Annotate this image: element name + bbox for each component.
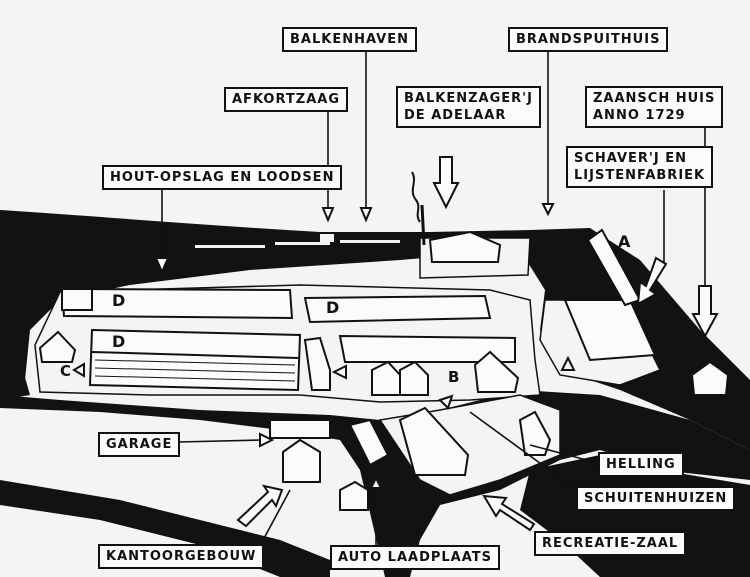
letter-a: A — [618, 232, 631, 251]
label-kantoorgebouw-text: KANTOORGEBOUW — [106, 549, 257, 564]
chimney-smoke — [411, 171, 421, 223]
label-schuitenhuizen-text: SCHUITENHUIZEN — [584, 491, 728, 506]
label-garage-text: GARAGE — [106, 437, 173, 452]
label-garage: GARAGE — [98, 432, 181, 457]
arrow-brandspuit — [541, 203, 555, 217]
label-zaansch-line2: ANNO 1729 — [593, 108, 686, 123]
letter-d-middle: D — [326, 298, 340, 317]
label-hout-opslag: HOUT-OPSLAG EN LOODSEN — [102, 165, 343, 190]
label-schaverij: SCHAVER'J EN LIJSTENFABRIEK — [566, 146, 714, 188]
chimney — [420, 204, 426, 246]
arrow-zaansch — [691, 285, 719, 339]
center-shed-4 — [473, 350, 520, 393]
left-house — [38, 330, 77, 363]
label-balkenzagerij: BALKENZAGER'J DE ADELAAR — [396, 86, 541, 128]
label-kantoorgebouw: KANTOORGEBOUW — [98, 544, 265, 569]
arrow-left-c — [72, 362, 85, 378]
stack — [195, 245, 265, 248]
shed-roofline — [91, 351, 299, 359]
zaansch-house — [690, 360, 730, 396]
stack — [320, 234, 334, 242]
arrow-schaverij — [636, 256, 668, 306]
arrow-afkortzaag — [321, 207, 335, 223]
label-auto-laadplaats: AUTO LAADPLAATS — [330, 545, 501, 570]
stack — [340, 240, 400, 243]
arrow-autolaad — [369, 475, 383, 489]
label-balkenhaven: BALKENHAVEN — [282, 27, 417, 52]
label-afkortzaag-text: AFKORTZAAG — [232, 92, 340, 107]
label-helling-text: HELLING — [606, 457, 676, 472]
stack — [275, 242, 330, 245]
label-schaverij-line2: LIJSTENFABRIEK — [574, 168, 706, 183]
arrow-center-b — [438, 394, 454, 410]
leader-schuitenhuizen — [469, 411, 586, 497]
office-building — [282, 438, 321, 483]
garage-building — [269, 419, 331, 439]
planing-mill — [563, 299, 657, 362]
loading-shed — [348, 418, 390, 467]
buildings — [269, 228, 730, 511]
sawmill-building — [428, 230, 502, 263]
arrow-center — [331, 364, 347, 380]
leader-garage — [177, 439, 263, 443]
arrow-garage — [259, 432, 275, 448]
label-schuitenhuizen: SCHUITENHUIZEN — [576, 486, 736, 511]
label-brandspuithuis-text: BRANDSPUITHUIS — [516, 32, 661, 47]
label-recreatiezaal-text: RECREATIE-ZAAL — [542, 536, 679, 551]
timber-stacks — [195, 213, 580, 248]
arrows — [72, 156, 719, 532]
label-balkenzagerij-line1: BALKENZAGER'J — [404, 91, 533, 106]
river-top — [0, 210, 750, 450]
arrow-balkenzagerij — [432, 156, 460, 210]
shavings-shed — [338, 334, 516, 363]
recreation-hall — [398, 406, 470, 476]
label-zaansch-huis: ZAANSCH HUIS ANNO 1729 — [585, 86, 724, 128]
label-zaansch-line1: ZAANSCH HUIS — [593, 91, 716, 106]
label-helling: HELLING — [598, 452, 684, 477]
letter-c: C — [60, 362, 72, 380]
letter-b: B — [448, 368, 460, 386]
letter-d-top: D — [112, 291, 126, 310]
center-shed-1 — [303, 336, 331, 391]
letter-d-long: D — [112, 332, 126, 351]
arrow-kantoor — [236, 484, 284, 528]
arrow-recreatie — [482, 494, 536, 532]
small-building — [339, 480, 369, 511]
shed-long — [88, 328, 302, 392]
shed-left-end — [61, 288, 93, 311]
left-bay — [0, 210, 60, 400]
label-recreatie-zaal: RECREATIE-ZAAL — [534, 531, 687, 556]
label-afkortzaag: AFKORTZAAG — [224, 87, 348, 112]
label-schaverij-line1: SCHAVER'J EN — [574, 151, 688, 166]
arrow-houtopslag — [154, 257, 170, 275]
shed-hatching — [94, 359, 296, 382]
sheds — [38, 287, 516, 392]
arrow-right-land — [560, 355, 576, 371]
arrow-balkenhaven — [359, 207, 373, 223]
shed-top — [60, 287, 294, 320]
boathouses — [518, 410, 552, 456]
label-balkenhaven-text: BALKENHAVEN — [290, 32, 409, 47]
label-autolaadplaats-text: AUTO LAADPLAATS — [338, 550, 493, 565]
center-shed-3 — [399, 360, 429, 396]
leader-helling — [529, 444, 599, 464]
label-balkenzagerij-line2: DE ADELAAR — [404, 108, 507, 123]
label-houtopslag-text: HOUT-OPSLAG EN LOODSEN — [110, 170, 335, 185]
stack — [530, 213, 580, 227]
label-brandspuithuis: BRANDSPUITHUIS — [508, 27, 669, 52]
shed-middle — [303, 294, 492, 324]
